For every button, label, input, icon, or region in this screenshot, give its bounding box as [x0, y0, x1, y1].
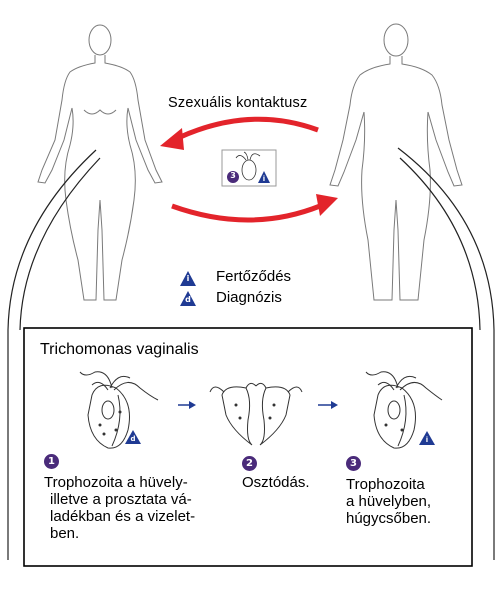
step3-line: Trophozoita: [346, 476, 425, 493]
step1-description: Trophozoita a hüvely- illetve a prosztat…: [44, 474, 195, 542]
center-organism: [235, 151, 261, 181]
arrow-to-left-head: [160, 128, 184, 150]
female-figure: [37, 24, 163, 301]
center-infection-letter: i: [262, 175, 266, 183]
panel-title: Trichomonas vaginalis: [40, 341, 199, 358]
step-badge-2: 2: [242, 456, 257, 471]
step1-diagnosis-triangle: [125, 430, 141, 444]
trophozoite-3: [365, 371, 443, 449]
step3-line: a hüvelyben,: [346, 493, 432, 510]
step-arrow-2-head: [331, 401, 338, 409]
step3-description: Trophozoita a hüvelyben, húgycsőben.: [346, 476, 431, 527]
trophozoite-1: [79, 371, 159, 449]
right-curve-inner: [399, 157, 481, 331]
step3-infection-letter: i: [425, 436, 429, 444]
transmission-label: Szexuális kontaktusz: [168, 95, 308, 111]
dividing-trophozoite: [209, 382, 303, 446]
step1-line: illetve a prosztata vá-: [50, 491, 192, 508]
step1-line: ladékban és a vizelet-: [50, 508, 196, 525]
legend-infection-label: Fertőződés: [216, 268, 292, 285]
center-badge-3: [227, 171, 239, 183]
step1-diagnosis-letter: d: [130, 435, 136, 443]
step-badge-1: 1: [44, 454, 59, 469]
arrow-to-right-head: [316, 194, 338, 216]
center-badge-text: 3: [230, 171, 236, 180]
legend-infection: i Fertőződés: [180, 268, 291, 285]
legend-diagnosis-letter: d: [185, 295, 191, 304]
step1-line: ben.: [50, 525, 80, 542]
legend-diagnosis: d Diagnózis: [180, 289, 282, 306]
legend-diagnosis-label: Diagnózis: [216, 289, 282, 306]
step-arrow-1-head: [189, 401, 196, 409]
step2-description: Osztódás.: [242, 474, 310, 491]
arrow-to-left: [176, 116, 319, 141]
step1-line: Trophozoita a hüvely-: [44, 474, 188, 491]
arrow-to-right: [171, 203, 321, 223]
legend-diagnosis-icon: [180, 291, 196, 306]
center-infection-triangle: [258, 171, 270, 183]
step3-infection-triangle: [419, 431, 435, 445]
step3-line: húgycsőben.: [346, 510, 432, 527]
step2-line: Osztódás.: [242, 474, 310, 491]
legend-infection-icon: [180, 271, 196, 286]
left-curve-outer: [7, 149, 97, 560]
panel-frame: [23, 327, 473, 567]
male-figure: [329, 23, 463, 301]
step-badge-3: 3: [346, 456, 361, 471]
left-curve-inner: [19, 157, 101, 331]
right-curve-outer: [397, 147, 495, 560]
legend-infection-letter: i: [186, 274, 190, 283]
